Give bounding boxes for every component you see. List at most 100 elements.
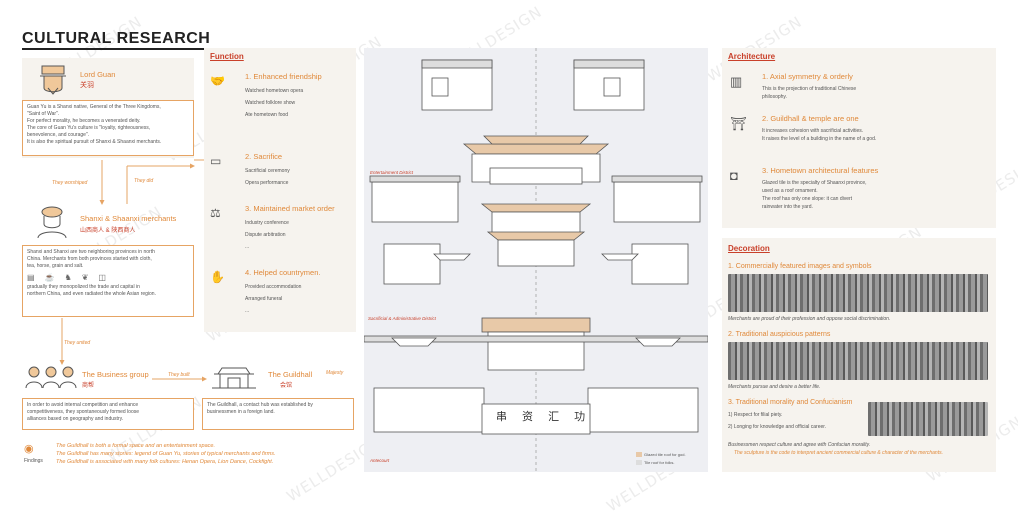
function-item-title: 4. Helped countrymen. bbox=[245, 268, 321, 277]
axial-icon: ▥ bbox=[730, 74, 743, 89]
function-sub-item: Arranged funeral bbox=[245, 296, 283, 302]
architecture-sub-item: The roof has only one slope: it can dive… bbox=[762, 196, 853, 202]
deco-note-1: Merchants are proud of their profession … bbox=[728, 316, 891, 322]
page-title: CULTURAL RESEARCH bbox=[22, 30, 211, 50]
business-cn: 商帮 bbox=[82, 383, 95, 389]
deco-sub-2: 2) Longing for knowledge and official ca… bbox=[728, 424, 827, 430]
scale-icon: ⚖ bbox=[210, 206, 221, 220]
lord-guan-line: "Saint of War". bbox=[27, 111, 60, 117]
helping-hand-icon: ✋ bbox=[210, 270, 225, 284]
architecture-heading: Architecture bbox=[728, 52, 776, 61]
guildhall-text: The Guildhall, a contact hub was establi… bbox=[202, 398, 354, 430]
function-sub-item: Watched hometown opera bbox=[245, 88, 304, 94]
business-line: alliances based on geography and industr… bbox=[27, 416, 124, 422]
deco-title-3: 3. Traditional morality and Confucianism bbox=[728, 399, 853, 406]
lord-guan-line: Guan Yu is a Shanxi native, General of t… bbox=[27, 104, 161, 110]
plan-label-entertainment: Entertainment District bbox=[370, 170, 414, 175]
merchants-line: northern China, and even radiated the wh… bbox=[27, 291, 156, 297]
goods-icons: ▤ ☕ ♞ ❦ ◫ bbox=[27, 270, 189, 284]
guildhall-line: businessmen in a foreign land. bbox=[207, 409, 275, 415]
lord-guan-line: The core of Guan Yu's culture is "loyalt… bbox=[27, 125, 151, 131]
temple-icon: ⛩ bbox=[730, 116, 747, 131]
commercial-relief-image bbox=[728, 274, 988, 312]
arrow-label-built: They built bbox=[168, 372, 190, 378]
findings-text: The Guildhall is both a formal space and… bbox=[56, 442, 276, 466]
tea-icon: ☕ bbox=[44, 272, 55, 282]
function-sub-item: ... bbox=[245, 244, 250, 250]
legend-glazed: Glazed tile roof for god. bbox=[644, 452, 686, 457]
legend-glazed-swatch bbox=[636, 452, 642, 457]
arrow-label-did: They did bbox=[134, 178, 154, 184]
findings-label: Findings bbox=[24, 458, 43, 464]
architecture-item-title: 3. Hometown architectural features bbox=[762, 166, 879, 175]
architecture-sub-item: Glazed tile is the specialty of Shaanxi … bbox=[762, 180, 867, 186]
horse-icon: ♞ bbox=[64, 272, 72, 282]
architecture-sub-item: It raises the level of a building in the… bbox=[762, 136, 877, 142]
arrow-label-united: They united bbox=[64, 340, 91, 346]
function-sub-item: Ate hometown food bbox=[245, 112, 289, 118]
merchants-name: Shanxi & Shaanxi merchants bbox=[80, 214, 177, 223]
sacrifice-icon: ▭ bbox=[210, 154, 222, 168]
lord-guan-name: Lord Guan bbox=[80, 70, 116, 79]
deco-note-2: Merchants pursue and desire a better lif… bbox=[728, 384, 821, 390]
function-sub-item: ... bbox=[245, 308, 250, 314]
lantern-icon: ◘ bbox=[730, 168, 738, 183]
business-line: In order to avoid internal competition a… bbox=[27, 402, 139, 408]
architecture-sub-item: rainwater into the yard. bbox=[762, 204, 813, 210]
architecture-item-title: 2. Guildhall & temple are one bbox=[762, 114, 859, 123]
architecture-sub-item: used as a roof ornament. bbox=[762, 188, 818, 194]
lord-guan-cn: 关羽 bbox=[80, 82, 94, 89]
function-sub-item: Dispute arbitration bbox=[245, 232, 286, 238]
function-item-title: 3. Maintained market order bbox=[245, 204, 335, 213]
findings-line: The Guildhall is both a formal space and… bbox=[56, 443, 215, 449]
function-item-title: 2. Sacrifice bbox=[245, 152, 283, 161]
confucian-relief-image bbox=[868, 402, 988, 436]
plan-label-antecourt: Antecourt bbox=[370, 458, 390, 463]
business-group-icon bbox=[25, 366, 77, 389]
legend-tile: Tile roof for folks. bbox=[644, 460, 675, 465]
architecture-sub-item: It increases cohesion with sacrificial a… bbox=[762, 128, 864, 134]
guildhall-cn: 会馆 bbox=[280, 383, 293, 389]
arrow-label-worshiped: They worshiped bbox=[52, 180, 88, 186]
function-item-title: 1. Enhanced friendship bbox=[245, 72, 322, 81]
lord-guan-portrait-icon bbox=[40, 65, 66, 95]
business-line: competitiveness, they spontaneously form… bbox=[27, 409, 140, 415]
merchant-portrait-icon bbox=[37, 206, 67, 239]
findings-line: The Guildhall is associated with many fo… bbox=[56, 459, 274, 465]
architecture-sub-item: philosophy. bbox=[762, 94, 787, 100]
merchants-line: Shanxi and Shanxi are two neighboring pr… bbox=[27, 249, 155, 255]
function-heading: Function bbox=[210, 52, 244, 61]
deco-note-3: Businessmen respect culture and agree wi… bbox=[728, 442, 871, 448]
architecture-panel bbox=[722, 48, 996, 228]
lord-guan-line: It is also the spiritual pursuit of Shan… bbox=[27, 139, 162, 145]
lord-guan-line: benevolence, and courage". bbox=[27, 132, 90, 138]
lord-guan-text: Guan Yu is a Shanxi native, General of t… bbox=[22, 100, 194, 156]
findings-line: The Guildhall has many stories: legend o… bbox=[56, 451, 276, 457]
deco-sub-1: 1) Respect for filial piety. bbox=[728, 412, 783, 418]
architecture-item-title: 1. Axial symmetry & orderly bbox=[762, 72, 853, 81]
architecture-sub-item: This is the projection of traditional Ch… bbox=[762, 86, 857, 92]
deco-conclusion: The sculpture is the code to interpret a… bbox=[734, 450, 943, 456]
business-text: In order to avoid internal competition a… bbox=[22, 398, 194, 430]
function-sub-item: Watched folklore show bbox=[245, 100, 296, 106]
legend-tile-swatch bbox=[636, 460, 642, 465]
deco-title-2: 2. Traditional auspicious patterns bbox=[728, 331, 831, 338]
salt-icon: ◫ bbox=[98, 272, 106, 282]
plan-drawing bbox=[364, 48, 708, 472]
merchants-cn: 山西商人 & 陕西商人 bbox=[80, 228, 136, 234]
cloth-icon: ▤ bbox=[27, 272, 35, 282]
lord-guan-line: For perfect morality, he becomes a vener… bbox=[27, 118, 141, 124]
plan-label-sacrificial: Sacrificial & Administrative District bbox=[368, 316, 436, 321]
grain-icon: ❦ bbox=[81, 272, 89, 282]
auspicious-relief-image bbox=[728, 342, 988, 380]
gate-plaque: 串 资 汇 功 bbox=[496, 411, 592, 423]
function-sub-item: Opera performance bbox=[245, 180, 289, 186]
flow-arrows bbox=[59, 157, 213, 382]
function-sub-item: Industry conference bbox=[245, 220, 289, 226]
deco-title-1: 1. Commercially featured images and symb… bbox=[728, 263, 872, 270]
guildhall-icon bbox=[212, 367, 256, 389]
merchants-line: China. Merchants from both provinces sta… bbox=[27, 256, 152, 262]
arrow-label-majesty: Majesty bbox=[326, 370, 344, 376]
decoration-heading: Decoration bbox=[728, 244, 770, 253]
handshake-icon: 🤝 bbox=[210, 74, 225, 88]
